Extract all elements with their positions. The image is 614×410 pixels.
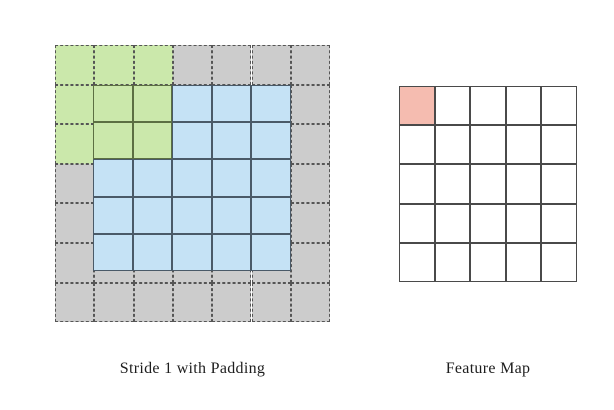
input-cell-covered-r1-c0 — [93, 122, 133, 160]
padding-cell-r1-c6 — [290, 84, 331, 125]
padding-cell-r4-c0 — [55, 203, 95, 243]
input-cell-r4-c0 — [93, 233, 133, 271]
padding-cell-r5-c6 — [290, 243, 331, 283]
input-cell-covered-r0-c0 — [93, 85, 133, 123]
input-cell-r4-c1 — [132, 233, 173, 271]
feature-map-cell-r3-c4 — [541, 203, 577, 243]
padding-cell-r0-c3 — [172, 45, 213, 85]
input-cell-r3-c1 — [132, 196, 173, 234]
input-cell-r2-c3 — [211, 159, 252, 197]
feature-map-cell-r3-c2 — [470, 203, 506, 243]
feature-map-cell-r0-c2 — [470, 86, 506, 126]
kernel-window-cell-r0-c0 — [55, 45, 95, 85]
input-cell-covered-r0-c1 — [132, 85, 173, 123]
input-cell-covered-r1-c1 — [132, 122, 173, 160]
feature-map-cell-r3-c0 — [399, 203, 435, 243]
padded-input-caption: Stride 1 with Padding — [119, 360, 266, 377]
feature-map-cell-r4-c0 — [399, 242, 435, 282]
padding-cell-r0-c5 — [251, 45, 291, 85]
feature-map-caption: Feature Map — [445, 360, 531, 377]
feature-map-cell-r1-c0 — [399, 125, 435, 165]
input-cell-r2-c1 — [132, 159, 173, 197]
padding-cell-r0-c6 — [290, 45, 331, 85]
input-cell-r3-c3 — [211, 196, 252, 234]
input-cell-r3-c4 — [251, 196, 291, 234]
feature-map-cell-r4-c1 — [434, 242, 471, 282]
input-cell-r1-c3 — [211, 122, 252, 160]
padding-cell-r6-c1 — [94, 282, 134, 323]
feature-map-cell-r1-c3 — [505, 125, 542, 165]
input-cell-r1-c2 — [172, 122, 212, 160]
padding-cell-r6-c3 — [172, 282, 213, 323]
padding-cell-r6-c2 — [133, 282, 173, 323]
feature-map-cell-r2-c4 — [541, 164, 577, 204]
input-cell-r4-c4 — [251, 233, 291, 271]
input-feature-grid — [93, 85, 291, 271]
feature-map-cell-r3-c1 — [434, 203, 471, 243]
kernel-window-cell-r0-c2 — [133, 45, 173, 85]
feature-map-cell-r2-c0 — [399, 164, 435, 204]
feature-map-cell-r3-c3 — [505, 203, 542, 243]
feature-map-cell-r2-c1 — [434, 164, 471, 204]
input-cell-r4-c3 — [211, 233, 252, 271]
padding-cell-r6-c6 — [290, 282, 331, 323]
padding-cell-r2-c6 — [290, 124, 331, 164]
input-cell-r0-c2 — [172, 85, 212, 123]
padding-cell-r0-c4 — [212, 45, 252, 85]
feature-map-cell-r1-c2 — [470, 125, 506, 165]
feature-map-cell-r2-c2 — [470, 164, 506, 204]
feature-map-cell-r1-c4 — [541, 125, 577, 165]
feature-map-cell-r4-c4 — [541, 242, 577, 282]
padding-cell-r6-c4 — [212, 282, 252, 323]
input-cell-r3-c2 — [172, 196, 212, 234]
padding-cell-r6-c5 — [251, 282, 291, 323]
feature-map-cell-r4-c2 — [470, 242, 506, 282]
input-cell-r0-c4 — [251, 85, 291, 123]
input-cell-r0-c3 — [211, 85, 252, 123]
padding-cell-r6-c0 — [55, 282, 95, 323]
input-cell-r1-c4 — [251, 122, 291, 160]
kernel-window-cell-r1-c0 — [55, 84, 95, 125]
padding-cell-r4-c6 — [290, 203, 331, 243]
feature-map-cell-r0-c4 — [541, 86, 577, 126]
padding-cell-r3-c6 — [290, 163, 331, 204]
padding-cell-r3-c0 — [55, 163, 95, 204]
feature-map-cell-r0-c1 — [434, 86, 471, 126]
padding-cell-r5-c0 — [55, 243, 95, 283]
input-cell-r2-c0 — [93, 159, 133, 197]
feature-map-cell-r2-c3 — [505, 164, 542, 204]
feature-map-grid — [399, 86, 577, 282]
kernel-window-cell-r2-c0 — [55, 124, 95, 164]
feature-map-cell-r0-c3 — [505, 86, 542, 126]
input-cell-r3-c0 — [93, 196, 133, 234]
input-cell-r2-c4 — [251, 159, 291, 197]
input-cell-r4-c2 — [172, 233, 212, 271]
feature-map-cell-active-r0-c0 — [399, 86, 435, 126]
input-cell-r2-c2 — [172, 159, 212, 197]
kernel-window-cell-r0-c1 — [94, 45, 134, 85]
feature-map-cell-r1-c1 — [434, 125, 471, 165]
feature-map-cell-r4-c3 — [505, 242, 542, 282]
